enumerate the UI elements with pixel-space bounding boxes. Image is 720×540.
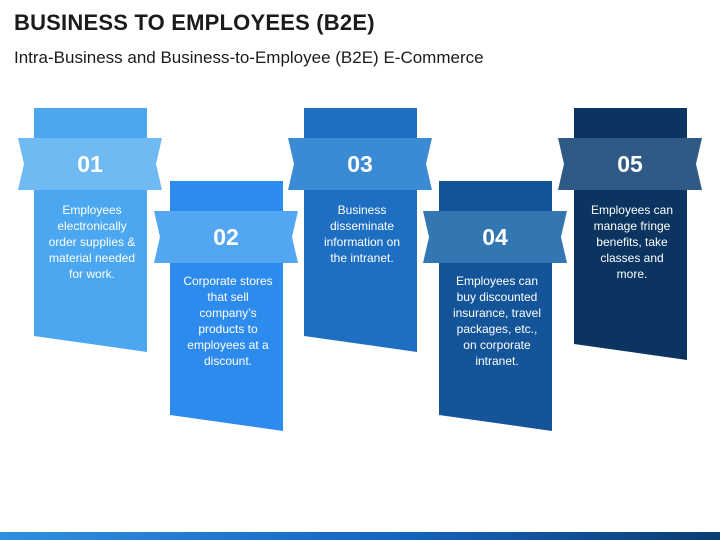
step-ribbon-01 [18, 108, 162, 352]
footer-accent-bar [0, 532, 720, 540]
step-text-03: Business disseminate information on the … [323, 203, 401, 265]
step-card-02: 02 Corporate stores that sell company’s … [154, 181, 298, 433]
page-title: BUSINESS TO EMPLOYEES (B2E) [14, 10, 375, 35]
step-ribbon-05 [558, 108, 702, 360]
step-card-04: 04 Employees can buy discounted insuranc… [423, 181, 567, 433]
step-text-02: Corporate stores that sell company’s pro… [183, 274, 273, 368]
step-number-03: 03 [347, 151, 373, 177]
step-number-05: 05 [617, 151, 643, 177]
step-text-01: Employees electronically order supplies … [48, 203, 136, 281]
step-text-05: Employees can manage fringe benefits, ta… [590, 203, 674, 281]
step-number-01: 01 [77, 151, 103, 177]
step-card-01: 01 Employees electronically order suppli… [18, 108, 162, 360]
page-subtitle: Intra-Business and Business-to-Employee … [14, 48, 484, 67]
step-card-05: 05 Employees can manage fringe benefits,… [558, 108, 702, 360]
step-card-03: 03 Business disseminate information on t… [288, 108, 432, 360]
step-ribbon-03 [288, 108, 432, 352]
step-ribbon-04 [423, 181, 567, 431]
step-number-02: 02 [213, 224, 239, 250]
step-ribbon-02 [154, 181, 298, 431]
step-text-04: Employees can buy discounted insurance, … [452, 274, 542, 368]
step-number-04: 04 [482, 224, 508, 250]
